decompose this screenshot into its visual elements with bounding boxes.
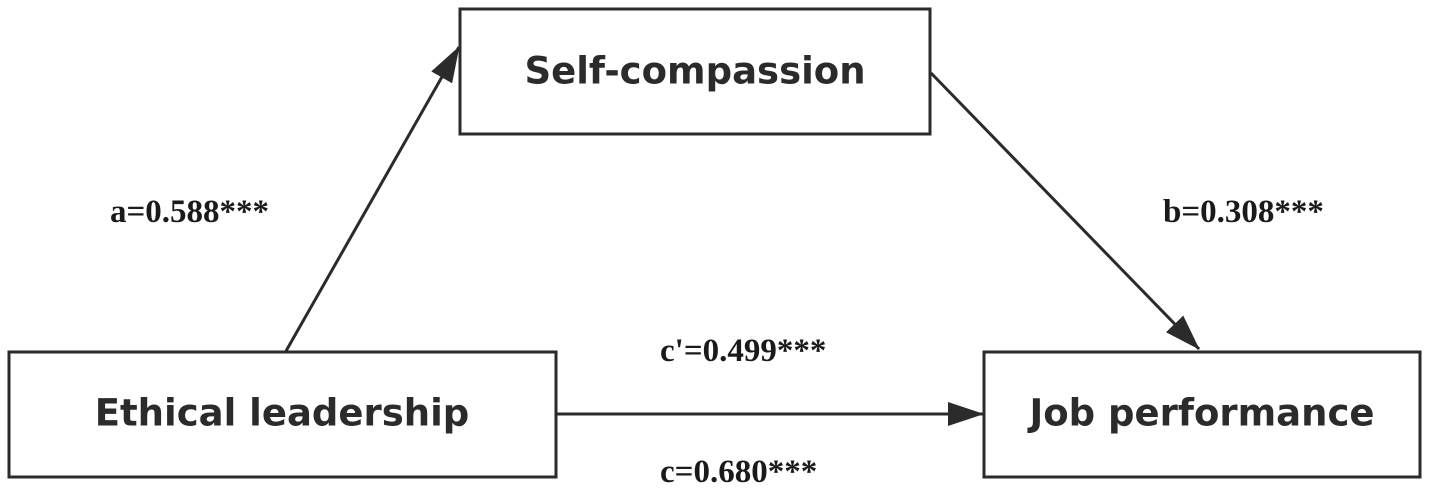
path-a-label: a=0.588*** xyxy=(110,194,269,230)
node-ethical-leadership-label: Ethical leadership xyxy=(95,392,470,435)
path-c-prime-label: c'=0.499*** xyxy=(660,333,826,369)
node-job-performance-label: Job performance xyxy=(1026,392,1374,435)
path-b-arrow xyxy=(929,71,1201,351)
node-ethical-leadership: Ethical leadership xyxy=(7,350,558,479)
path-a-arrow xyxy=(284,46,461,352)
path-c-label: c=0.680*** xyxy=(660,454,817,490)
node-self-compassion: Self-compassion xyxy=(458,7,932,136)
path-b-label: b=0.308*** xyxy=(1163,194,1324,230)
node-self-compassion-label: Self-compassion xyxy=(524,50,865,93)
node-job-performance: Job performance xyxy=(982,350,1422,479)
